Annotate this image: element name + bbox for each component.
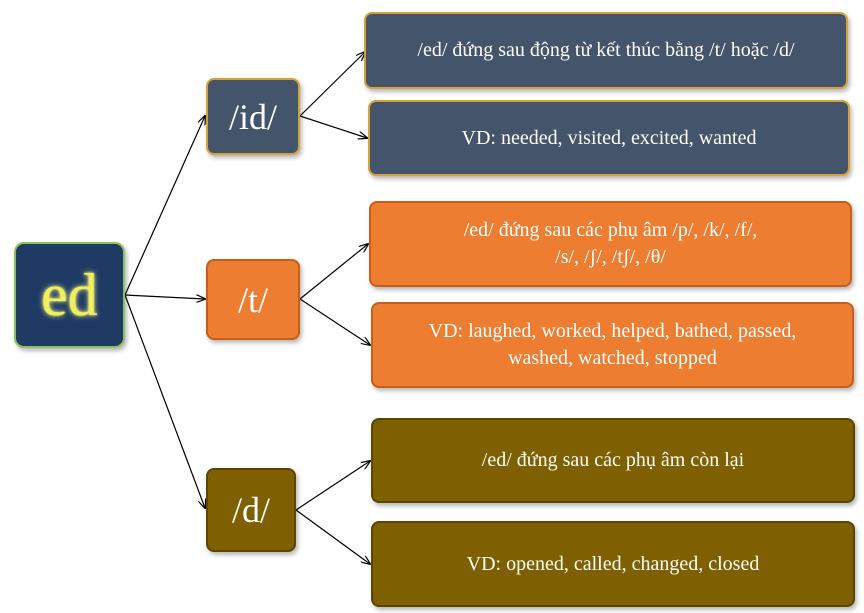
id-rule-text: /ed/ đứng sau động từ kết thúc bằng /t/ … <box>417 39 795 61</box>
branch-node-t: /t/ <box>206 259 300 340</box>
d-rule-text: /ed/ đứng sau các phụ âm còn lại <box>481 449 745 471</box>
connector-id-to-rule <box>299 52 365 117</box>
connector-id-to-example <box>299 115 367 138</box>
connector-t-to-example <box>299 298 370 345</box>
branch-node-id-label: /id/ <box>228 96 277 137</box>
connector-d-to-example <box>295 509 370 564</box>
d-example-box: VD: opened, called, changed, closed <box>371 521 855 607</box>
t-rule-text-line-1: /ed/ đứng sau các phụ âm /p/, /k/, /f/, <box>463 219 758 241</box>
id-example-box: VD: needed, visited, excited, wanted <box>368 100 850 176</box>
branch-node-id: /id/ <box>206 78 300 155</box>
connector-root-to-t <box>124 294 205 299</box>
t-example-box: VD: laughed, worked, helped, bathed, pas… <box>371 302 854 388</box>
root-node-ed: ed <box>14 242 125 348</box>
connector-t-to-rule <box>299 244 368 300</box>
branch-node-d-label: /d/ <box>231 490 270 530</box>
branch-node-t-label: /t/ <box>237 279 268 320</box>
connector-root-to-id <box>124 116 205 296</box>
t-example-text-line-2: washed, watched, stopped <box>508 347 717 369</box>
t-example-text-line-1: VD: laughed, worked, helped, bathed, pas… <box>428 320 797 342</box>
root-node-label: ed <box>41 262 98 328</box>
id-rule-box: /ed/ đứng sau động từ kết thúc bằng /t/ … <box>364 12 848 89</box>
connector-root-to-d <box>124 294 205 508</box>
id-example-text: VD: needed, visited, excited, wanted <box>461 126 757 149</box>
branch-node-d: /d/ <box>206 468 296 552</box>
d-example-text: VD: opened, called, changed, closed <box>466 552 760 575</box>
d-rule-box: /ed/ đứng sau các phụ âm còn lại <box>371 418 855 503</box>
connector-d-to-rule <box>295 461 370 511</box>
t-rule-box: /ed/ đứng sau các phụ âm /p/, /k/, /f/, … <box>369 201 852 287</box>
t-rule-text-line-2: /s/, /ʃ/, /tʃ/, /θ/ <box>555 246 666 268</box>
